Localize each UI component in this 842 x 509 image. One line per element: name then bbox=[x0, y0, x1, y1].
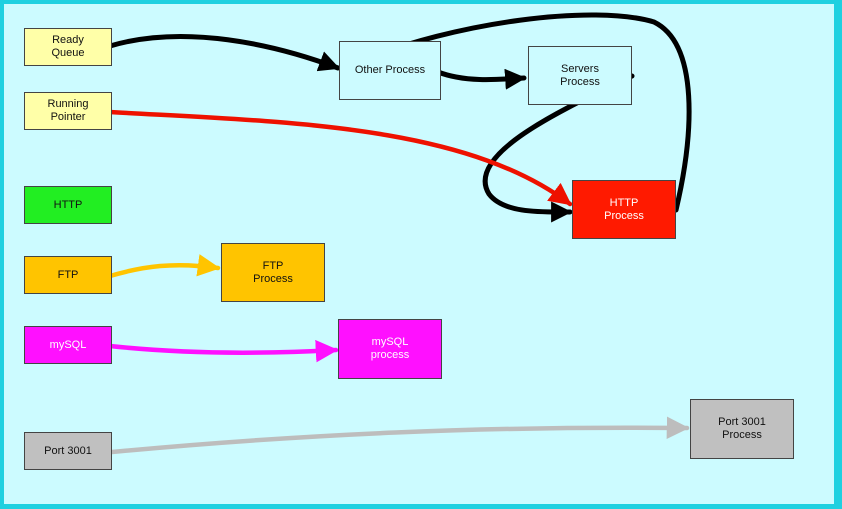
node-servers-process: Servers Process bbox=[528, 46, 632, 105]
edge-http-process-to-other-process bbox=[356, 12, 692, 213]
edge-running-pointer-to-http-process bbox=[107, 109, 573, 207]
node-other-process: Other Process bbox=[339, 41, 441, 100]
node-mysql-process: mySQL process bbox=[338, 319, 442, 379]
node-http: HTTP bbox=[24, 186, 112, 224]
node-ftp-process: FTP Process bbox=[221, 243, 325, 302]
diagram-canvas: Ready Queue Running Pointer HTTP FTP myS… bbox=[4, 4, 834, 504]
node-mysql: mySQL bbox=[24, 326, 112, 364]
node-http-process: HTTP Process bbox=[572, 180, 676, 239]
edge-mysql-to-mysql-process bbox=[107, 339, 339, 363]
edge-ready-queue-to-other-process bbox=[107, 34, 341, 72]
node-port-3001: Port 3001 bbox=[24, 432, 112, 470]
edge-other-process-to-servers-process bbox=[435, 68, 527, 90]
node-port-3001-process: Port 3001 Process bbox=[690, 399, 794, 459]
node-ftp: FTP bbox=[24, 256, 112, 294]
edge-port-3001-to-port-3001-process bbox=[109, 416, 690, 455]
edge-ftp-to-ftp-process bbox=[107, 254, 221, 279]
node-running-pointer: Running Pointer bbox=[24, 92, 112, 130]
node-ready-queue: Ready Queue bbox=[24, 28, 112, 66]
